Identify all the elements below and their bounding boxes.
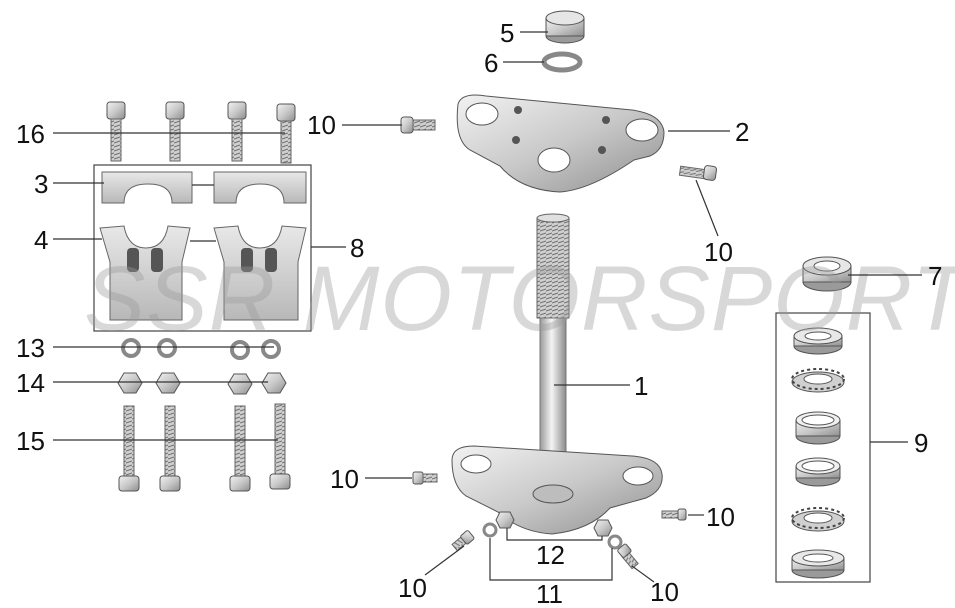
bearing-cage bbox=[791, 507, 845, 532]
pinch-bolt bbox=[412, 471, 438, 485]
small-washer bbox=[230, 340, 250, 360]
bearing-cone bbox=[793, 327, 843, 355]
long-bolt bbox=[159, 405, 181, 492]
bearing-stack bbox=[791, 327, 845, 579]
hex-nut bbox=[261, 372, 287, 394]
riser-bolt-top bbox=[106, 101, 126, 162]
callout-9: 9 bbox=[914, 428, 928, 458]
riser-base bbox=[99, 225, 191, 321]
upper-triple-clamp bbox=[456, 94, 665, 193]
bearing-kit-box bbox=[775, 312, 871, 583]
callout-13: 13 bbox=[16, 333, 45, 363]
bearing-cage bbox=[791, 368, 845, 393]
hex-nut bbox=[227, 373, 253, 395]
bearing-race bbox=[795, 457, 841, 487]
small-washer bbox=[157, 338, 177, 358]
callout-5: 5 bbox=[500, 18, 514, 48]
pinch-bolt bbox=[617, 543, 639, 570]
lower-nut bbox=[495, 511, 515, 529]
leader-lines bbox=[53, 31, 922, 583]
callout-8: 8 bbox=[350, 233, 364, 263]
small-washer bbox=[261, 339, 281, 359]
callout-10-bottom-left: 10 bbox=[398, 573, 427, 603]
callout-10-bottom-right: 10 bbox=[650, 577, 679, 607]
pinch-bolt bbox=[400, 116, 436, 134]
small-washer-group bbox=[121, 338, 281, 360]
long-bolt-group bbox=[118, 403, 291, 492]
hex-nut bbox=[117, 372, 143, 394]
callout-2: 2 bbox=[735, 117, 749, 147]
riser-assembly-box bbox=[93, 164, 312, 332]
riser-bolt-top bbox=[165, 101, 185, 162]
stem-washer bbox=[541, 51, 583, 73]
riser-bolt-top-group bbox=[106, 101, 296, 164]
hex-nut bbox=[155, 372, 181, 394]
bearing-race bbox=[795, 411, 841, 445]
hex-nut-group bbox=[117, 372, 287, 395]
callout-15: 15 bbox=[16, 426, 45, 456]
riser-bolt-top bbox=[227, 101, 247, 162]
lower-washer-group bbox=[482, 522, 623, 550]
lower-nut bbox=[593, 519, 613, 537]
riser-bolt-top bbox=[276, 103, 296, 164]
pinch-bolt bbox=[661, 508, 687, 521]
stem-cap-nut bbox=[545, 10, 585, 44]
riser-base-group bbox=[99, 225, 307, 321]
callout-10-upper-right: 10 bbox=[704, 237, 733, 267]
callout-4: 4 bbox=[34, 225, 48, 255]
pinch-bolt bbox=[451, 530, 475, 552]
callout-3: 3 bbox=[34, 169, 48, 199]
bearing-adjuster-nut bbox=[802, 256, 852, 292]
callout-16: 16 bbox=[16, 119, 45, 149]
callout-10-upper-left: 10 bbox=[307, 110, 336, 140]
lower-nut-group bbox=[495, 511, 613, 537]
small-washer bbox=[121, 338, 141, 358]
lower-washer bbox=[482, 522, 498, 538]
callout-10-mid-left: 10 bbox=[330, 464, 359, 494]
callout-1: 1 bbox=[634, 371, 648, 401]
pinch-bolt bbox=[678, 165, 718, 181]
watermark: SSR MOTORSPORTS bbox=[84, 248, 955, 350]
callout-11: 11 bbox=[536, 579, 563, 608]
riser-base bbox=[213, 225, 307, 321]
callout-12: 12 bbox=[536, 540, 565, 570]
callout-7: 7 bbox=[928, 261, 942, 291]
callout-labels: 1 2 3 4 5 6 7 8 9 10 10 10 10 10 10 11 1… bbox=[16, 18, 942, 608]
long-bolt bbox=[229, 405, 251, 492]
riser-cap-group bbox=[101, 171, 307, 204]
callout-6: 6 bbox=[484, 48, 498, 78]
long-bolt bbox=[269, 403, 291, 490]
callout-14: 14 bbox=[16, 368, 45, 398]
lower-washer bbox=[607, 534, 623, 550]
callout-10-mid-right: 10 bbox=[706, 502, 735, 532]
long-bolt bbox=[118, 405, 140, 492]
lower-triple-clamp bbox=[451, 445, 663, 535]
riser-cap bbox=[213, 171, 307, 204]
riser-cap bbox=[101, 171, 193, 204]
bearing-cone bbox=[791, 549, 845, 579]
